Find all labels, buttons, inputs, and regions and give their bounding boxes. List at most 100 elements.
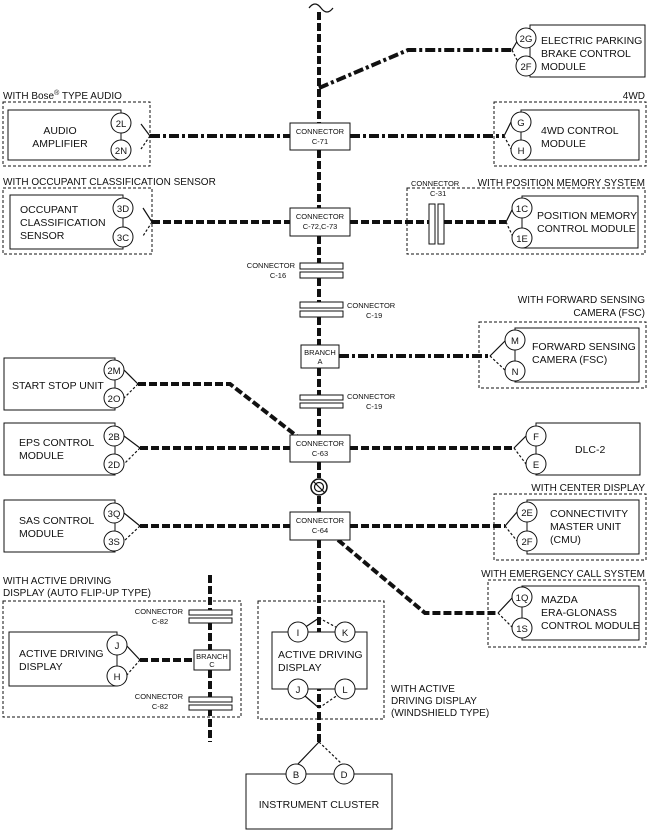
connector-c82-lower-id: C-82 <box>152 702 168 711</box>
epb-name-l3: MODULE <box>541 61 586 73</box>
add-ws-name-l2: DISPLAY <box>278 662 322 674</box>
module-epb: 2G 2F ELECTRIC PARKING BRAKE CONTROL MOD… <box>515 24 646 78</box>
fan-fsc-b <box>489 355 507 372</box>
position-group-label: WITH POSITION MEMORY SYSTEM <box>478 178 645 189</box>
wire-epb <box>318 48 512 90</box>
module-dlc2: F E DLC-2 <box>525 422 641 476</box>
eps-name-l2: MODULE <box>19 450 64 462</box>
connector-c63-label: CONNECTOR <box>296 439 345 448</box>
add-ws-name-l1: ACTIVE DRIVING <box>278 649 363 661</box>
fan-dlc-a <box>513 435 527 449</box>
fan-cmu-b <box>504 525 518 542</box>
era-name-l2: ERA-GLONASS <box>541 607 617 619</box>
module-fsc: WITH FORWARD SENSING CAMERA (FSC) M N FO… <box>478 295 647 389</box>
connector-c82-lower-label: CONNECTOR <box>135 692 184 701</box>
connector-c19-lower-id: C-19 <box>366 402 382 411</box>
connector-c64-label: CONNECTOR <box>296 516 345 525</box>
connector-c71: CONNECTOR C-71 <box>289 122 351 151</box>
startstop-pin-2o: 2O <box>108 394 121 405</box>
fan-era-a <box>497 596 514 614</box>
wire-break-symbol <box>308 3 334 13</box>
fan-cluster-a <box>296 741 320 766</box>
cmu-pin-2e: 2E <box>521 508 533 519</box>
branch-a-id: A <box>317 357 322 366</box>
sas-pin-3s: 3S <box>108 537 120 548</box>
add-flip-group-l2: DISPLAY (AUTO FLIP-UP TYPE) <box>3 588 151 599</box>
4wd-group-label: 4WD <box>623 91 645 102</box>
fan-occ-a <box>142 207 153 223</box>
connector-c63: CONNECTOR C-63 <box>289 434 351 463</box>
module-add-flip: WITH ACTIVE DRIVING DISPLAY (AUTO FLIP-U… <box>2 576 242 718</box>
era-name-l1: MAZDA <box>541 594 578 606</box>
add-ws-pin-j: J <box>296 685 301 696</box>
epb-name-l2: BRAKE CONTROL <box>541 48 631 60</box>
add-flip-group-l1: WITH ACTIVE DRIVING <box>3 576 112 587</box>
bus-wires <box>138 3 514 742</box>
cluster-pin-b: B <box>293 770 299 781</box>
add-ws-pin-l: L <box>342 685 347 696</box>
fan-sas-b <box>123 525 141 542</box>
branch-c <box>193 649 231 671</box>
module-occupant: WITH OCCUPANT CLASSIFICATION SENSOR 3D 3… <box>2 177 216 255</box>
connector-c82-upper-id: C-82 <box>152 617 168 626</box>
cmu-pin-2f: 2F <box>521 537 532 548</box>
module-instrument-cluster: B D INSTRUMENT CLUSTER <box>245 763 393 830</box>
connector-c64-id: C-64 <box>312 526 328 535</box>
branch-c-label: BRANCH <box>196 652 228 661</box>
epb-pin-2g: 2G <box>520 34 533 45</box>
wire-startstop <box>138 382 300 439</box>
era-pin-1s: 1S <box>516 624 528 635</box>
fan-4wd-a <box>503 121 512 137</box>
fan-cluster-b <box>318 741 344 766</box>
add-flip-name-l1: ACTIVE DRIVING <box>19 648 104 660</box>
fan-flip-a <box>125 644 141 661</box>
eps-name-l1: EPS CONTROL <box>19 437 94 449</box>
add-flip-name-l2: DISPLAY <box>19 661 63 673</box>
dlc-pin-f: F <box>533 432 539 443</box>
position-pin-1c: 1C <box>516 204 528 215</box>
connector-c16: CONNECTOR C-16 <box>247 261 344 280</box>
fan-flip-b <box>125 659 141 677</box>
sas-name-l1: SAS CONTROL <box>19 515 94 527</box>
occupant-name-l2: CLASSIFICATION <box>20 217 106 229</box>
position-name-l2: CONTROL MODULE <box>537 223 636 235</box>
audio-pin-2l: 2L <box>116 119 127 130</box>
connector-c64: CONNECTOR C-64 <box>289 511 351 541</box>
connector-c82-upper-bar-b <box>188 617 233 624</box>
audio-name-l1: AUDIO <box>43 125 76 137</box>
fan-fsc-a <box>489 339 507 357</box>
branch-a-label: BRANCH <box>304 348 336 357</box>
dlc-name: DLC-2 <box>575 444 606 456</box>
startstop-name: START STOP UNIT <box>12 380 104 392</box>
era-name-l3: CONTROL MODULE <box>541 620 640 632</box>
epb-pin-2f: 2F <box>520 62 531 73</box>
occupant-pin-3c: 3C <box>117 233 129 244</box>
branch-c-id: C <box>209 660 215 669</box>
add-flip-pin-h: H <box>114 672 121 683</box>
4wd-name-l1: 4WD CONTROL <box>541 125 619 137</box>
connector-c19-upper-label: CONNECTOR <box>347 301 396 310</box>
connector-c19-upper: CONNECTOR C-19 <box>299 301 396 320</box>
connector-c63-id: C-63 <box>312 449 328 458</box>
fan-dlc-b <box>513 447 527 465</box>
fan-ss-a <box>123 369 139 385</box>
fan-era-b <box>497 612 514 629</box>
cluster-name: INSTRUMENT CLUSTER <box>259 799 380 811</box>
occupant-name-l3: SENSOR <box>20 230 65 242</box>
wire-era <box>336 538 498 615</box>
add-ws-pin-i: I <box>297 628 300 639</box>
cmu-name-l1: CONNECTIVITY <box>550 508 628 520</box>
connector-c31-id: C-31 <box>430 189 446 198</box>
add-flip-pin-j: J <box>115 641 120 652</box>
position-name-l1: POSITION MEMORY <box>537 210 637 222</box>
fsc-group-label-l2: CAMERA (FSC) <box>573 308 645 319</box>
audio-name-l2: AMPLIFIER <box>32 138 88 150</box>
branch-a: BRANCH A <box>300 344 340 369</box>
fan-occ-b <box>142 221 153 237</box>
fan-pos-b <box>505 221 514 238</box>
shield-ground-icon <box>310 478 328 496</box>
connector-c19-lower-label: CONNECTOR <box>347 392 396 401</box>
fsc-pin-n: N <box>512 367 519 378</box>
4wd-name-l2: MODULE <box>541 138 586 150</box>
